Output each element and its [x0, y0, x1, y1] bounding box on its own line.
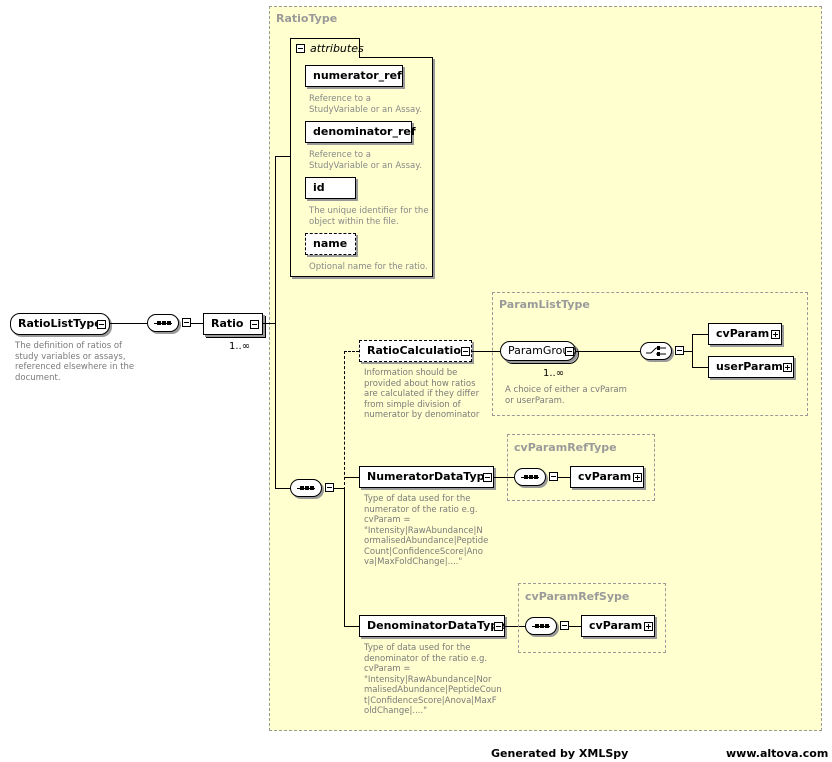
- numerator-data-type-doc: Type of data used for the numerator of t…: [364, 494, 489, 567]
- param-list-user-param-node[interactable]: userParam: [708, 356, 794, 378]
- param-list-cv-param-label: cvParam: [716, 327, 770, 340]
- param-group-occurs: 1..∞: [543, 368, 565, 379]
- denominator-cv-param-node[interactable]: cvParam: [581, 615, 655, 637]
- ratio-occurs: 1..∞: [229, 341, 251, 352]
- connector: [263, 323, 275, 324]
- numerator-cv-param-node[interactable]: cvParam: [570, 466, 644, 488]
- connector: [275, 156, 290, 157]
- ratio-list-type-label: RatioListType: [18, 317, 102, 330]
- numerator-data-type-node[interactable]: NumeratorDataType: [359, 466, 494, 488]
- ratio-collapse-icon[interactable]: [250, 320, 259, 329]
- connector: [275, 488, 290, 489]
- connector: [692, 334, 693, 368]
- ratio-calculation-label: RatioCalculation: [367, 344, 469, 357]
- attribute-denominator-ref-label: denominator_ref: [313, 125, 416, 138]
- connector: [692, 367, 708, 368]
- param-list-user-param-label: userParam: [716, 360, 783, 373]
- connector: [191, 323, 203, 324]
- ratio-label: Ratio: [211, 317, 244, 330]
- numerator-data-type-label: NumeratorDataType: [367, 470, 492, 483]
- connector: [275, 156, 276, 488]
- ratio-list-type-doc: The definition of ratios of study variab…: [15, 341, 135, 383]
- connector: [558, 477, 570, 478]
- ratio-type-label: RatioType: [276, 12, 338, 25]
- denominator-cv-param-label: cvParam: [589, 619, 643, 632]
- denominator-data-type-doc: Type of data used for the denominator of…: [364, 643, 502, 716]
- connector: [505, 626, 525, 627]
- connector: [494, 477, 514, 478]
- attribute-id-doc: The unique identifier for the object wit…: [309, 206, 429, 227]
- denominator-ref-type-container: [518, 583, 666, 653]
- choice-collapse-icon[interactable]: [675, 346, 684, 355]
- numerator-data-type-collapse-icon[interactable]: [483, 473, 492, 482]
- connector: [569, 626, 581, 627]
- connector: [344, 351, 359, 352]
- choice-icon: [640, 342, 672, 360]
- inner-sequence-collapse-icon[interactable]: [325, 483, 334, 492]
- attribute-name-doc: Optional name for the ratio.: [309, 262, 428, 272]
- attributes-collapse-icon[interactable]: [296, 44, 305, 53]
- connector: [334, 488, 344, 489]
- ratio-calculation-collapse-icon[interactable]: [461, 347, 470, 356]
- denominator-cv-param-expand-icon[interactable]: [644, 622, 653, 631]
- param-list-user-param-expand-icon[interactable]: [783, 363, 792, 372]
- denominator-data-type-collapse-icon[interactable]: [494, 622, 503, 631]
- connector: [692, 334, 708, 335]
- connector: [576, 351, 640, 352]
- attribute-id[interactable]: id: [305, 177, 356, 199]
- attribute-numerator-ref[interactable]: numerator_ref: [305, 65, 403, 87]
- ratio-calculation-node[interactable]: RatioCalculation: [359, 340, 472, 362]
- denominator-data-type-node[interactable]: DenominatorDataType: [359, 615, 506, 637]
- altova-link[interactable]: www.altova.com: [726, 747, 829, 760]
- connector: [344, 488, 345, 626]
- ratio-list-type-node[interactable]: RatioListType: [10, 313, 110, 335]
- ratio-calculation-doc: Information should be provided about how…: [364, 368, 480, 420]
- param-list-cv-param-node[interactable]: cvParam: [708, 323, 782, 345]
- numerator-cv-param-expand-icon[interactable]: [633, 473, 642, 482]
- attributes-tab[interactable]: attributes: [290, 38, 364, 58]
- denominator-data-type-label: DenominatorDataType: [367, 619, 506, 632]
- numerator-ref-type-label: cvParamRefType: [514, 441, 617, 454]
- attribute-id-label: id: [313, 181, 325, 194]
- param-list-type-label: ParamListType: [499, 298, 590, 311]
- param-group-collapse-icon[interactable]: [565, 347, 574, 356]
- numerator-ref-type-container: [507, 434, 655, 501]
- attribute-name[interactable]: name: [305, 233, 356, 255]
- param-list-type-doc: A choice of either a cvParam or userPara…: [505, 385, 627, 406]
- denominator-sequence-icon: [525, 617, 557, 635]
- ratio-node[interactable]: Ratio: [203, 313, 263, 335]
- param-list-cv-param-expand-icon[interactable]: [771, 330, 780, 339]
- attributes-label: attributes: [310, 42, 364, 55]
- numerator-sequence-collapse-icon[interactable]: [549, 472, 558, 481]
- param-group-node[interactable]: ParamGroup: [500, 341, 576, 361]
- ratio-list-type-collapse-icon[interactable]: [97, 320, 106, 329]
- connector: [472, 351, 500, 352]
- attribute-name-label: name: [313, 237, 348, 250]
- connector: [684, 351, 692, 352]
- generated-by-label: Generated by XMLSpy: [491, 747, 629, 760]
- numerator-cv-param-label: cvParam: [578, 470, 632, 483]
- attribute-numerator-ref-doc: Reference to a StudyVariable or an Assay…: [309, 94, 422, 115]
- attribute-numerator-ref-label: numerator_ref: [313, 69, 402, 82]
- sequence-collapse-icon[interactable]: [182, 318, 191, 327]
- sequence-icon: [147, 314, 179, 332]
- param-group-label: ParamGroup: [508, 344, 577, 357]
- numerator-sequence-icon: [514, 468, 546, 486]
- connector: [344, 477, 359, 478]
- inner-sequence-icon: [290, 479, 322, 497]
- connector: [110, 323, 147, 324]
- denominator-ref-type-label: cvParamRefSype: [525, 590, 630, 603]
- attribute-denominator-ref-doc: Reference to a StudyVariable or an Assay…: [309, 150, 422, 171]
- connector: [344, 626, 359, 627]
- denominator-sequence-collapse-icon[interactable]: [560, 621, 569, 630]
- param-list-type-container: [492, 292, 808, 416]
- attribute-denominator-ref[interactable]: denominator_ref: [305, 121, 416, 143]
